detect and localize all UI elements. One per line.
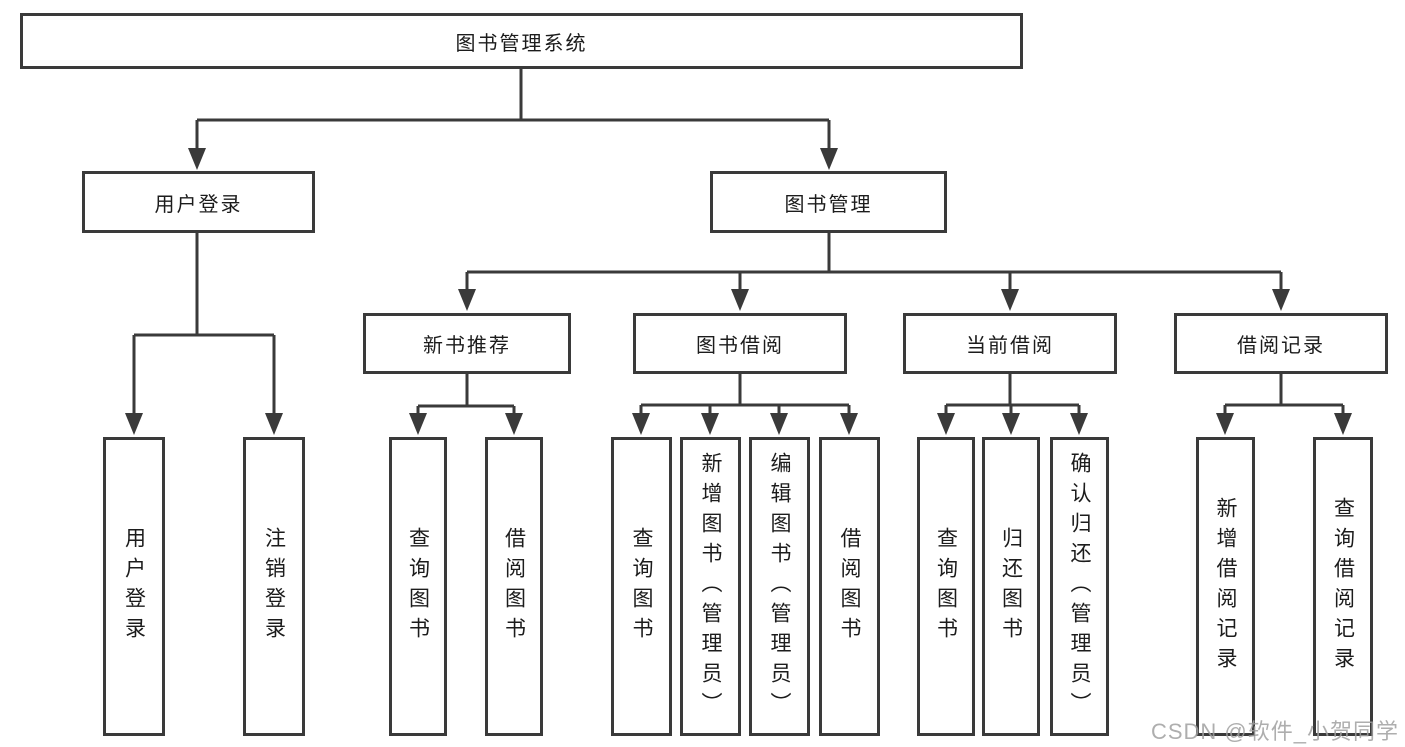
- connector-newbookrec-to-leaves: [416, 374, 516, 414]
- leaf-bb-borrow-books: 借阅图书: [819, 437, 880, 736]
- leaf-cb-return-books: 归还图书: [982, 437, 1040, 736]
- leaf-cb-search-books-label: 查询图书: [934, 526, 958, 647]
- csdn-watermark: CSDN @软件_小贺同学: [1150, 719, 1399, 744]
- leaf-logout: 注销登录: [243, 437, 305, 736]
- leaf-nbr-search-books: 查询图书: [389, 437, 447, 736]
- node-current-borrowing-label: 当前借阅: [966, 335, 1054, 357]
- arrowheads: [125, 148, 1352, 435]
- leaf-cb-return-books-label: 归还图书: [999, 526, 1023, 647]
- leaf-bb-search-books: 查询图书: [611, 437, 672, 736]
- connector-currentborrow-to-leaves: [944, 374, 1081, 414]
- leaf-nbr-borrow-books: 借阅图书: [485, 437, 543, 736]
- leaf-bb-add-books-admin: 新增图书（管理员）: [680, 437, 741, 736]
- leaf-bb-add-books-admin-label: 新增图书（管理员）: [699, 451, 722, 722]
- connector-bookborrow-to-leaves: [639, 374, 851, 414]
- node-borrowing-records: 借阅记录: [1174, 313, 1388, 374]
- node-root-label: 图书管理系统: [455, 32, 588, 55]
- leaf-bb-edit-books-admin-label: 编辑图书（管理员）: [768, 451, 791, 722]
- leaf-br-search-record-label: 查询借阅记录: [1331, 496, 1355, 677]
- node-current-borrowing: 当前借阅: [903, 313, 1117, 374]
- leaf-br-search-record: 查询借阅记录: [1313, 437, 1373, 736]
- leaf-cb-confirm-return-admin: 确认归还（管理员）: [1050, 437, 1109, 736]
- leaf-cb-search-books: 查询图书: [917, 437, 975, 736]
- node-user-login: 用户登录: [82, 171, 315, 233]
- leaf-bb-search-books-label: 查询图书: [630, 526, 653, 647]
- connector-bookmgmt-to-level3: [465, 233, 1283, 290]
- leaf-logout-label: 注销登录: [262, 526, 286, 647]
- leaf-br-add-record-label: 新增借阅记录: [1214, 496, 1237, 677]
- leaf-nbr-search-books-label: 查询图书: [406, 526, 430, 647]
- node-new-book-recommend-label: 新书推荐: [423, 335, 511, 357]
- leaf-nbr-borrow-books-label: 借阅图书: [502, 526, 526, 647]
- connector-root-to-level2: [195, 68, 831, 150]
- leaf-user-login-label: 用户登录: [122, 526, 146, 647]
- leaf-bb-edit-books-admin: 编辑图书（管理员）: [749, 437, 810, 736]
- node-user-login-label: 用户登录: [154, 193, 243, 216]
- node-new-book-recommend: 新书推荐: [363, 313, 571, 374]
- node-book-management: 图书管理: [710, 171, 947, 233]
- node-borrowing-records-label: 借阅记录: [1237, 335, 1325, 357]
- node-book-management-label: 图书管理: [784, 193, 873, 216]
- leaf-cb-confirm-return-admin-label: 确认归还（管理员）: [1068, 451, 1091, 722]
- node-book-borrowing-label: 图书借阅: [696, 335, 784, 357]
- connector-userlogin-to-leaves: [132, 233, 276, 414]
- leaf-bb-borrow-books-label: 借阅图书: [838, 526, 861, 647]
- connector-borrowrecord-to-leaves: [1223, 374, 1345, 414]
- node-root: 图书管理系统: [20, 13, 1023, 69]
- leaf-br-add-record: 新增借阅记录: [1196, 437, 1255, 736]
- node-book-borrowing: 图书借阅: [633, 313, 847, 374]
- leaf-user-login: 用户登录: [103, 437, 165, 736]
